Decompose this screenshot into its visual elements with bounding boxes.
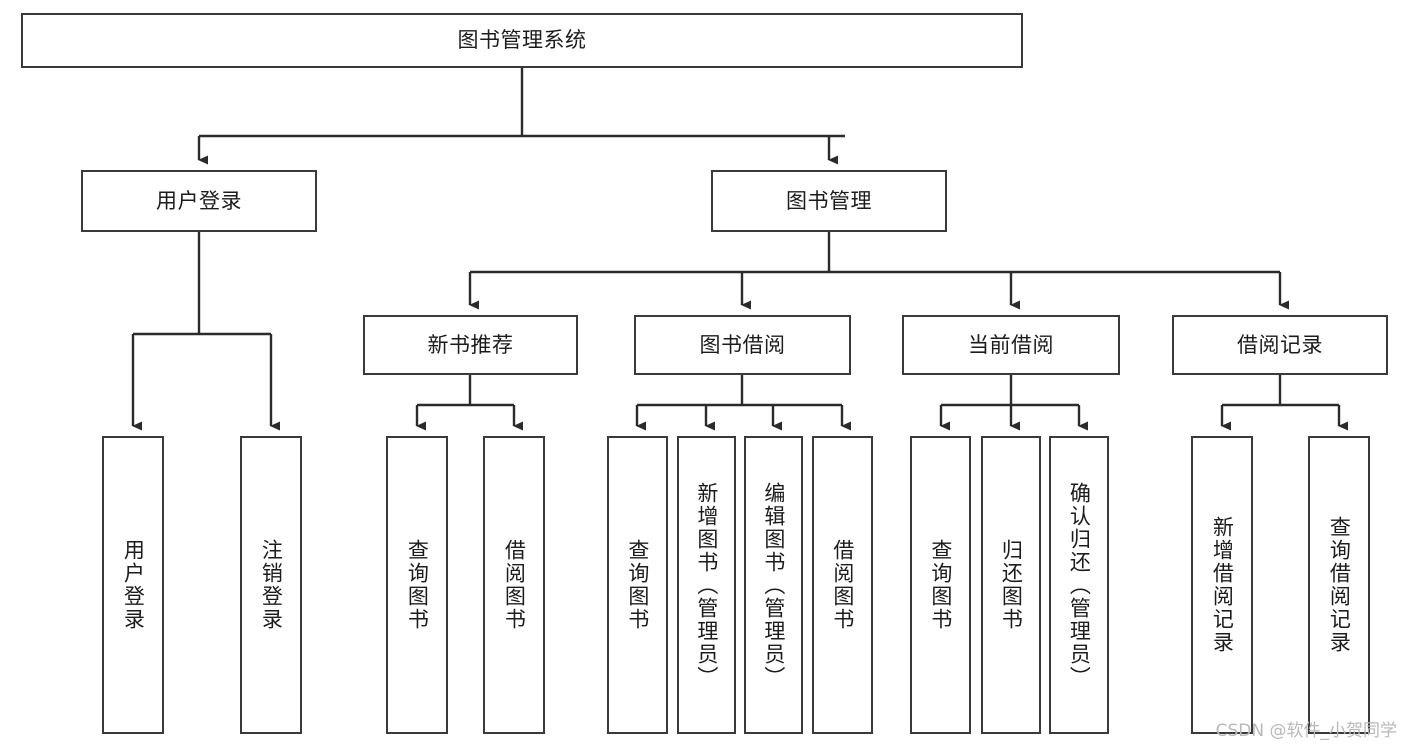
leaf-user-login-logout[interactable]: 注销登录 (240, 436, 302, 734)
node-current-borrow[interactable]: 当前借阅 (902, 315, 1120, 375)
node-label: 借阅记录 (1237, 332, 1323, 357)
node-book-borrow[interactable]: 图书借阅 (634, 315, 851, 375)
node-book-management[interactable]: 图书管理 (711, 170, 947, 232)
csdn-watermark: CSDN @软件_小贺同学 (1215, 721, 1397, 741)
node-label: 查询图书 (405, 539, 430, 631)
node-label: 查询图书 (928, 539, 953, 631)
node-label: 新增借阅记录 (1210, 516, 1235, 654)
leaf-borrow-record-query[interactable]: 查询借阅记录 (1308, 436, 1370, 734)
leaf-current-borrow-query[interactable]: 查询图书 (910, 436, 971, 734)
leaf-current-borrow-confirm[interactable]: 确认归还（管理员） (1049, 436, 1109, 734)
node-label: 图书管理 (786, 188, 872, 213)
leaf-book-borrow-add[interactable]: 新增图书（管理员） (677, 436, 736, 734)
node-label: 用户登录 (121, 539, 146, 631)
node-label: 借阅图书 (502, 539, 527, 631)
node-new-book-recommend[interactable]: 新书推荐 (363, 315, 578, 375)
node-root-system[interactable]: 图书管理系统 (21, 13, 1023, 68)
node-label: 图书借阅 (699, 332, 786, 357)
leaf-book-borrow-edit[interactable]: 编辑图书（管理员） (744, 436, 803, 734)
node-label: 新增图书（管理员） (694, 481, 719, 689)
node-label: 查询借阅记录 (1327, 516, 1352, 654)
node-label: 注销登录 (259, 539, 284, 631)
leaf-current-borrow-return[interactable]: 归还图书 (981, 436, 1041, 734)
leaf-user-login-login[interactable]: 用户登录 (102, 436, 164, 734)
leaf-new-book-borrow[interactable]: 借阅图书 (483, 436, 545, 734)
leaf-book-borrow-borrow[interactable]: 借阅图书 (812, 436, 873, 734)
node-label: 图书管理系统 (457, 28, 587, 53)
node-borrow-record[interactable]: 借阅记录 (1172, 315, 1388, 375)
node-user-login[interactable]: 用户登录 (81, 170, 317, 232)
node-label: 新书推荐 (427, 332, 514, 357)
leaf-new-book-query[interactable]: 查询图书 (386, 436, 448, 734)
leaf-book-borrow-query[interactable]: 查询图书 (607, 436, 668, 734)
node-label: 查询图书 (625, 539, 650, 631)
node-label: 借阅图书 (830, 539, 855, 631)
node-label: 确认归还（管理员） (1067, 481, 1092, 689)
node-label: 当前借阅 (968, 332, 1054, 357)
node-label: 用户登录 (156, 188, 242, 213)
leaf-borrow-record-add[interactable]: 新增借阅记录 (1191, 436, 1253, 734)
node-label: 归还图书 (999, 539, 1024, 631)
node-label: 编辑图书（管理员） (761, 481, 786, 689)
